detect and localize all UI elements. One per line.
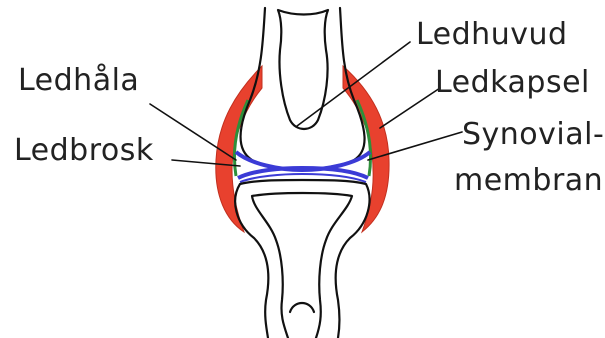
lower-bone-marrow [290, 303, 314, 312]
label-ledbrosk: Ledbrosk [14, 133, 154, 168]
label-synovialmembran-line2: membran [454, 163, 603, 198]
upper-bone-marrow [278, 10, 328, 129]
label-synovialmembran-line1: Synovial- [462, 117, 604, 152]
label-ledhala: Ledhåla [18, 63, 139, 98]
label-ledhuvud: Ledhuvud [416, 17, 568, 52]
joint-capsule-left [216, 66, 262, 232]
leader-ledhuvud [297, 42, 410, 126]
label-ledkapsel: Ledkapsel [435, 65, 590, 100]
leader-ledkapsel [380, 88, 440, 128]
